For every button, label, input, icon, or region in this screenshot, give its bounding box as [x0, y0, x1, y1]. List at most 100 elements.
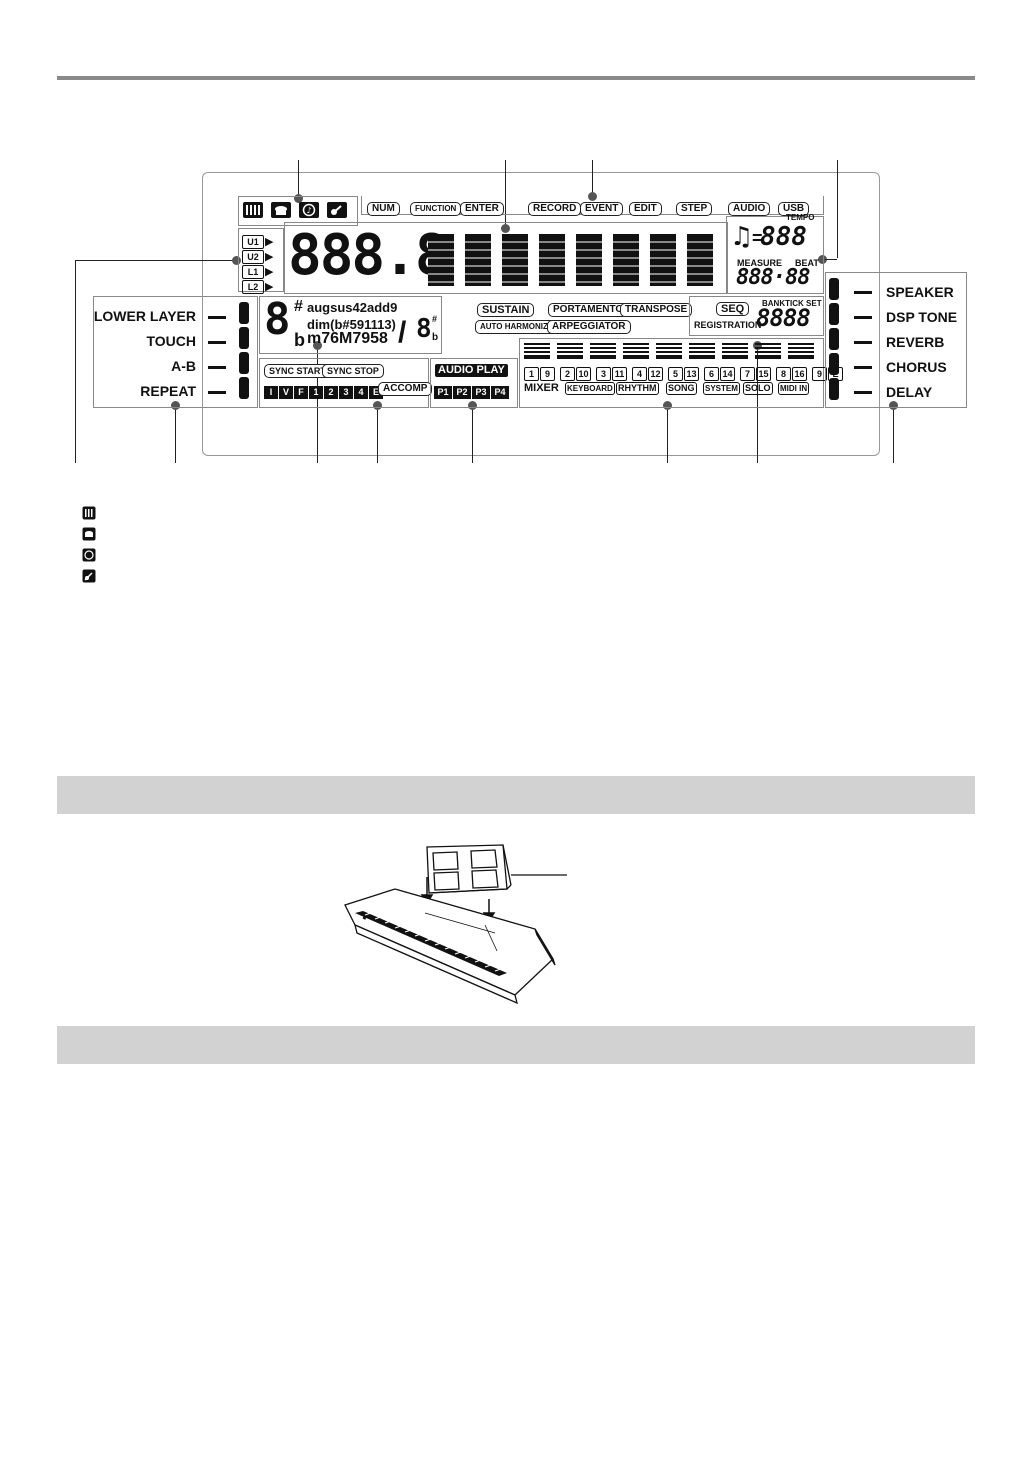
beat-label: BEAT — [795, 258, 819, 268]
mode-icons-box — [238, 196, 358, 226]
function-indicator: FUNCTION — [410, 202, 462, 216]
mixer-channel-number: 10 — [576, 367, 591, 381]
bass-flat: b — [432, 332, 439, 343]
sustain-indicator: SUSTAIN — [477, 303, 535, 317]
a-b-dash — [208, 366, 226, 369]
chord-box — [259, 296, 442, 354]
mixer-level-meters — [524, 343, 818, 365]
seq-indicator: SEQ — [716, 302, 750, 316]
mixer-channel-number: 14 — [720, 367, 735, 381]
mixer-channel-number: 5 — [668, 367, 683, 381]
callout-dot — [373, 401, 382, 410]
lcd-segment — [829, 353, 839, 375]
svg-text:♪: ♪ — [306, 206, 311, 215]
chord-bass: 8 — [416, 314, 432, 344]
mixer-song: SONG — [666, 382, 697, 395]
speaker-label: SPEAKER — [886, 284, 954, 300]
chord-slash: / — [398, 316, 407, 349]
speaker-dash — [854, 291, 872, 294]
callout-dot — [753, 341, 762, 350]
leader-line — [505, 160, 506, 228]
part-indicator-box — [238, 228, 284, 292]
mixer-solo: SOLO — [743, 382, 773, 395]
enter-indicator: ENTER — [460, 202, 504, 216]
registration-label: REGISTRATION — [694, 320, 762, 330]
chord-root: 8 — [264, 294, 291, 345]
lower-layer-dash — [208, 316, 226, 319]
bank-label: BANK — [762, 299, 786, 308]
dsp-tone-label: DSP TONE — [886, 309, 958, 325]
num-indicator: NUM — [367, 202, 400, 216]
lcd-segment — [829, 328, 839, 350]
callout-dot — [313, 341, 322, 350]
leader-line — [837, 160, 838, 258]
sync-stop-indicator: SYNC STOP — [322, 364, 384, 378]
chord-line2: dim(b#591113) — [307, 317, 396, 332]
piano-icon — [242, 200, 264, 220]
note-icon: ♫ — [730, 222, 754, 252]
leader-line — [667, 405, 668, 463]
callout-dot — [171, 401, 180, 410]
record-indicator: RECORD — [528, 202, 582, 216]
mixer-box — [519, 338, 824, 408]
play-slot-p1: P1 — [434, 386, 452, 399]
play-slot-p3: P3 — [472, 386, 490, 399]
pattern-2: 2 — [324, 386, 338, 399]
callout-dot — [501, 224, 510, 233]
repeat-dash — [208, 391, 226, 394]
mixer-keyboard: KEYBOARD — [565, 382, 615, 395]
leader-line — [893, 405, 894, 463]
mixer-channel-number: 15 — [756, 367, 771, 381]
main-digits: 888.8 — [288, 223, 449, 288]
audio-play-box — [430, 358, 518, 408]
dot-matrix-display — [428, 232, 724, 293]
part-u2: U2 — [242, 250, 264, 264]
mixer-channel-number: 1 — [524, 367, 539, 381]
lcd-segment — [829, 278, 839, 300]
repeat-label: REPEAT — [140, 383, 196, 399]
mixer-channel-number: 12 — [648, 367, 663, 381]
leader-line — [175, 405, 176, 463]
lcd-segment — [239, 302, 249, 324]
mixer-channel-number: 9 — [812, 367, 827, 381]
leader-line — [75, 260, 76, 463]
lcd-segment — [239, 377, 249, 399]
mixer-channel-number: 4 — [632, 367, 647, 381]
part-l2: L2 — [242, 280, 264, 294]
part-u1: U1 — [242, 235, 264, 249]
callout-dot — [232, 256, 241, 265]
tempo-equals: = — [752, 228, 763, 248]
lower-layer-label: LOWER LAYER — [93, 308, 196, 324]
play-slot-p4: P4 — [491, 386, 509, 399]
tick-label: TICK — [785, 299, 804, 308]
leader-line — [757, 345, 758, 463]
pattern-fill: F — [294, 386, 308, 399]
arpeggiator-indicator: ARPEGGIATOR — [547, 320, 631, 334]
part-l1: L1 — [242, 265, 264, 279]
audio-indicator: AUDIO — [728, 202, 771, 216]
registration-box — [689, 296, 824, 336]
music-note-icon — [82, 548, 96, 567]
mixer-channel-number: 3 — [596, 367, 611, 381]
callout-dot — [663, 401, 672, 410]
audio-play-indicator: AUDIO PLAY — [435, 364, 508, 377]
mixer-midi-in: MIDI IN — [778, 382, 810, 395]
header-rule — [57, 76, 975, 80]
auto-harmonize-indicator: AUTO HARMONIZE — [475, 320, 559, 334]
callout-dot — [468, 401, 477, 410]
accomp-indicator: ACCOMP — [378, 382, 433, 396]
callout-dot — [588, 192, 597, 201]
leader-line — [472, 405, 473, 463]
left-label-box — [93, 296, 258, 408]
reverb-label: REVERB — [886, 334, 945, 350]
chord-sharp: # — [294, 298, 303, 315]
mixer-channel-number: 16 — [792, 367, 807, 381]
callout-dot — [818, 255, 827, 264]
bass-sharp: # — [432, 314, 438, 324]
a-b-label: A-B — [171, 358, 196, 374]
keyboard-with-music-stand-illustration — [335, 843, 575, 1020]
set-label: SET — [806, 299, 822, 308]
mixer-channel-numbers: 192103114125136147158169E — [524, 364, 844, 382]
